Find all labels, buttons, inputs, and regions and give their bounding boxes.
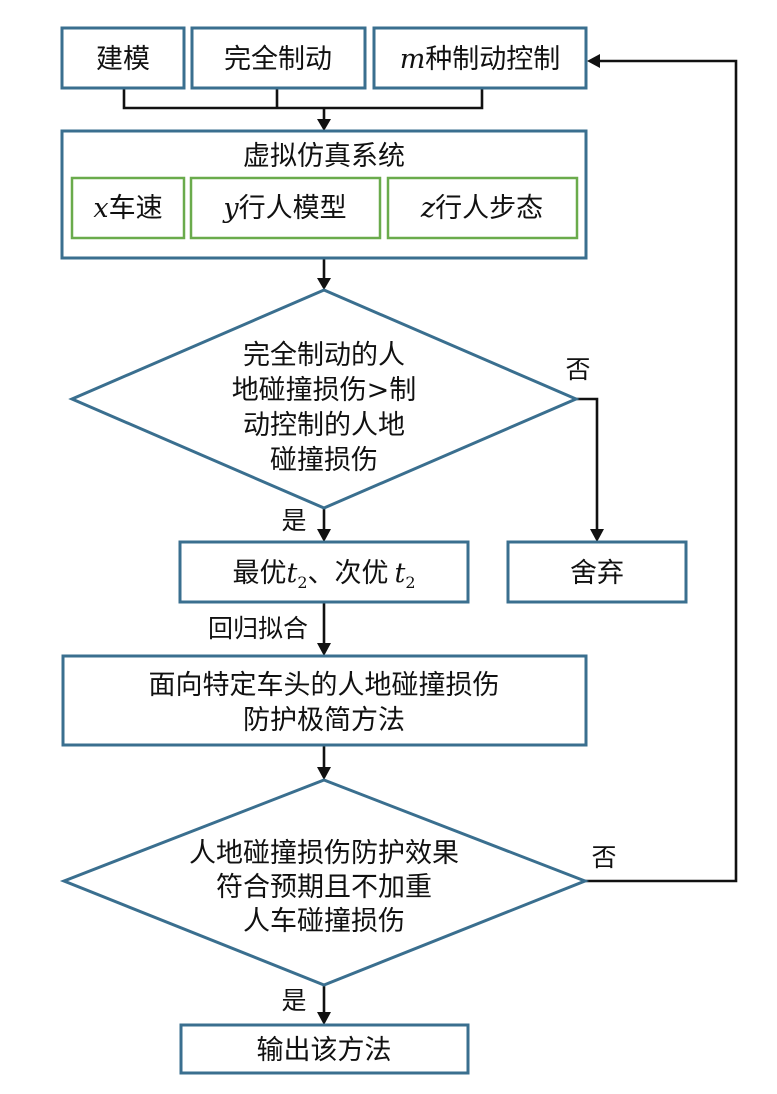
node-x-speed <box>70 176 186 240</box>
node-modeling <box>60 26 186 90</box>
separator: 、 <box>308 558 335 589</box>
suboptimal-text: 次优 <box>335 558 389 589</box>
node-method <box>61 654 588 747</box>
x-speed-text: 车速 <box>109 193 163 224</box>
edge-label-no1: 否 <box>565 355 590 384</box>
var-t-a: t <box>286 558 297 589</box>
z-gait-label: z行人步态 <box>420 193 543 224</box>
method-line1: 面向特定车头的人地碰撞损伤 <box>149 670 500 701</box>
edge-label-no2: 否 <box>591 843 616 872</box>
node-optimal-t2 <box>178 540 470 604</box>
decision2-line2: 符合预期且不加重 <box>216 872 432 903</box>
connectors <box>122 54 738 1025</box>
decision2-diamond <box>59 778 590 987</box>
edge-label-yes2: 是 <box>281 986 306 1015</box>
node-m-control-label: m种制动控制 <box>400 44 561 75</box>
var-x: x <box>93 193 108 224</box>
node-discard <box>506 540 688 604</box>
discard-label: 舍弃 <box>570 558 624 589</box>
arrow-no1 <box>576 397 599 530</box>
node-m-control <box>372 26 588 90</box>
sub-2-b: 2 <box>405 573 415 592</box>
node-full-braking <box>190 26 367 90</box>
y-model-text: 行人模型 <box>239 193 347 224</box>
var-z: z <box>420 193 436 224</box>
z-gait-text: 行人步态 <box>435 193 543 224</box>
node-modeling-label: 建模 <box>96 44 150 75</box>
node-output <box>179 1023 470 1075</box>
y-model-label: y行人模型 <box>222 193 346 224</box>
decision1-diamond <box>68 288 580 510</box>
node-full-braking-label: 完全制动 <box>224 44 332 75</box>
method-line2: 防护极简方法 <box>243 705 405 736</box>
x-speed-label: x车速 <box>93 193 162 224</box>
output-label: 输出该方法 <box>257 1035 392 1066</box>
var-t-b: t <box>395 558 406 589</box>
decision1-line2: 地碰撞损伤>制 <box>232 375 417 406</box>
node-z-gait <box>386 176 579 240</box>
node-y-pedestrian-model <box>189 176 382 240</box>
var-y: y <box>222 193 239 224</box>
sub-2-a: 2 <box>297 573 307 592</box>
decision1-line1: 完全制动的人 <box>243 340 405 371</box>
decision2-line1: 人地碰撞损伤防护效果 <box>189 838 459 869</box>
decision2-line3: 人车碰撞损伤 <box>243 906 405 937</box>
decision1-line4: 碰撞损伤 <box>270 445 378 476</box>
m-control-text: 种制动控制 <box>425 44 560 75</box>
edge-label-regression: 回归拟合 <box>208 614 308 643</box>
optimal-text: 最优 <box>232 558 286 589</box>
top-merge-line <box>122 88 484 110</box>
var-m: m <box>400 44 426 75</box>
arrow-loop-back <box>585 59 738 883</box>
decision1-line3: 动控制的人地 <box>243 410 405 441</box>
edge-label-yes1: 是 <box>281 506 306 535</box>
sim-system-title: 虚拟仿真系统 <box>243 141 405 172</box>
